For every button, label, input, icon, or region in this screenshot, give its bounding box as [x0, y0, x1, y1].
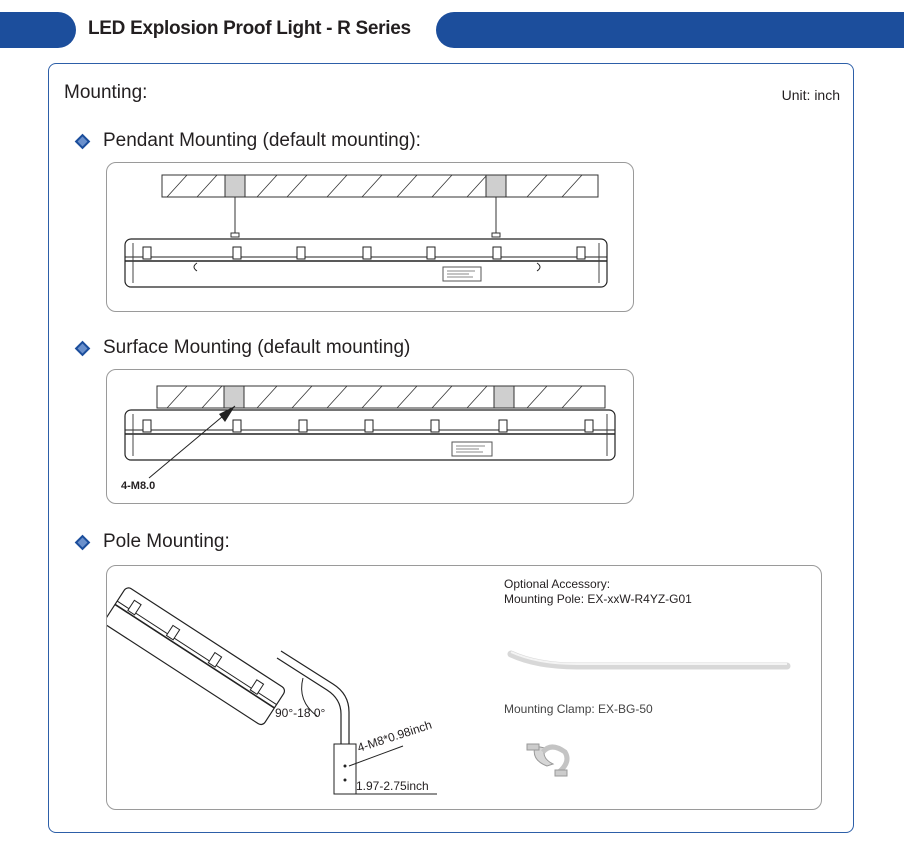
accessory-pole-label: Mounting Pole: EX-xxW-R4YZ-G01	[504, 592, 692, 606]
pole-drawing: 90°-18 0° 4-M8*0.98inch 1.97-2.75inch	[107, 587, 791, 795]
header-bar-right	[436, 12, 904, 48]
section-title: Mounting:	[64, 82, 148, 103]
pendant-title: Pendant Mounting (default mounting):	[103, 130, 421, 151]
surface-bolt-label: 4-M8.0	[121, 480, 155, 492]
pole-angle-label: 90°-18 0°	[275, 706, 325, 720]
pendant-diagram	[106, 162, 634, 312]
mounting-clamp-image	[526, 743, 570, 777]
page-title: LED Explosion Proof Light - R Series	[88, 18, 411, 39]
pendant-drawing	[124, 174, 608, 288]
content-frame	[48, 63, 854, 833]
surface-drawing: 4-M8.0	[121, 385, 616, 492]
accessory-clamp-label: Mounting Clamp: EX-BG-50	[504, 702, 653, 716]
accessory-heading: Optional Accessory:	[504, 577, 611, 591]
pole-title: Pole Mounting:	[103, 531, 230, 552]
pole-diagram: 90°-18 0° 4-M8*0.98inch 1.97-2.75inch Op…	[106, 565, 822, 810]
pole-diameter-label: 1.97-2.75inch	[356, 779, 429, 793]
unit-label: Unit: inch	[781, 87, 840, 103]
header-bar-left	[0, 12, 76, 48]
surface-diagram: 4-M8.0	[106, 369, 634, 504]
surface-title: Surface Mounting (default mounting)	[103, 337, 411, 358]
mounting-pole-image	[507, 650, 791, 670]
